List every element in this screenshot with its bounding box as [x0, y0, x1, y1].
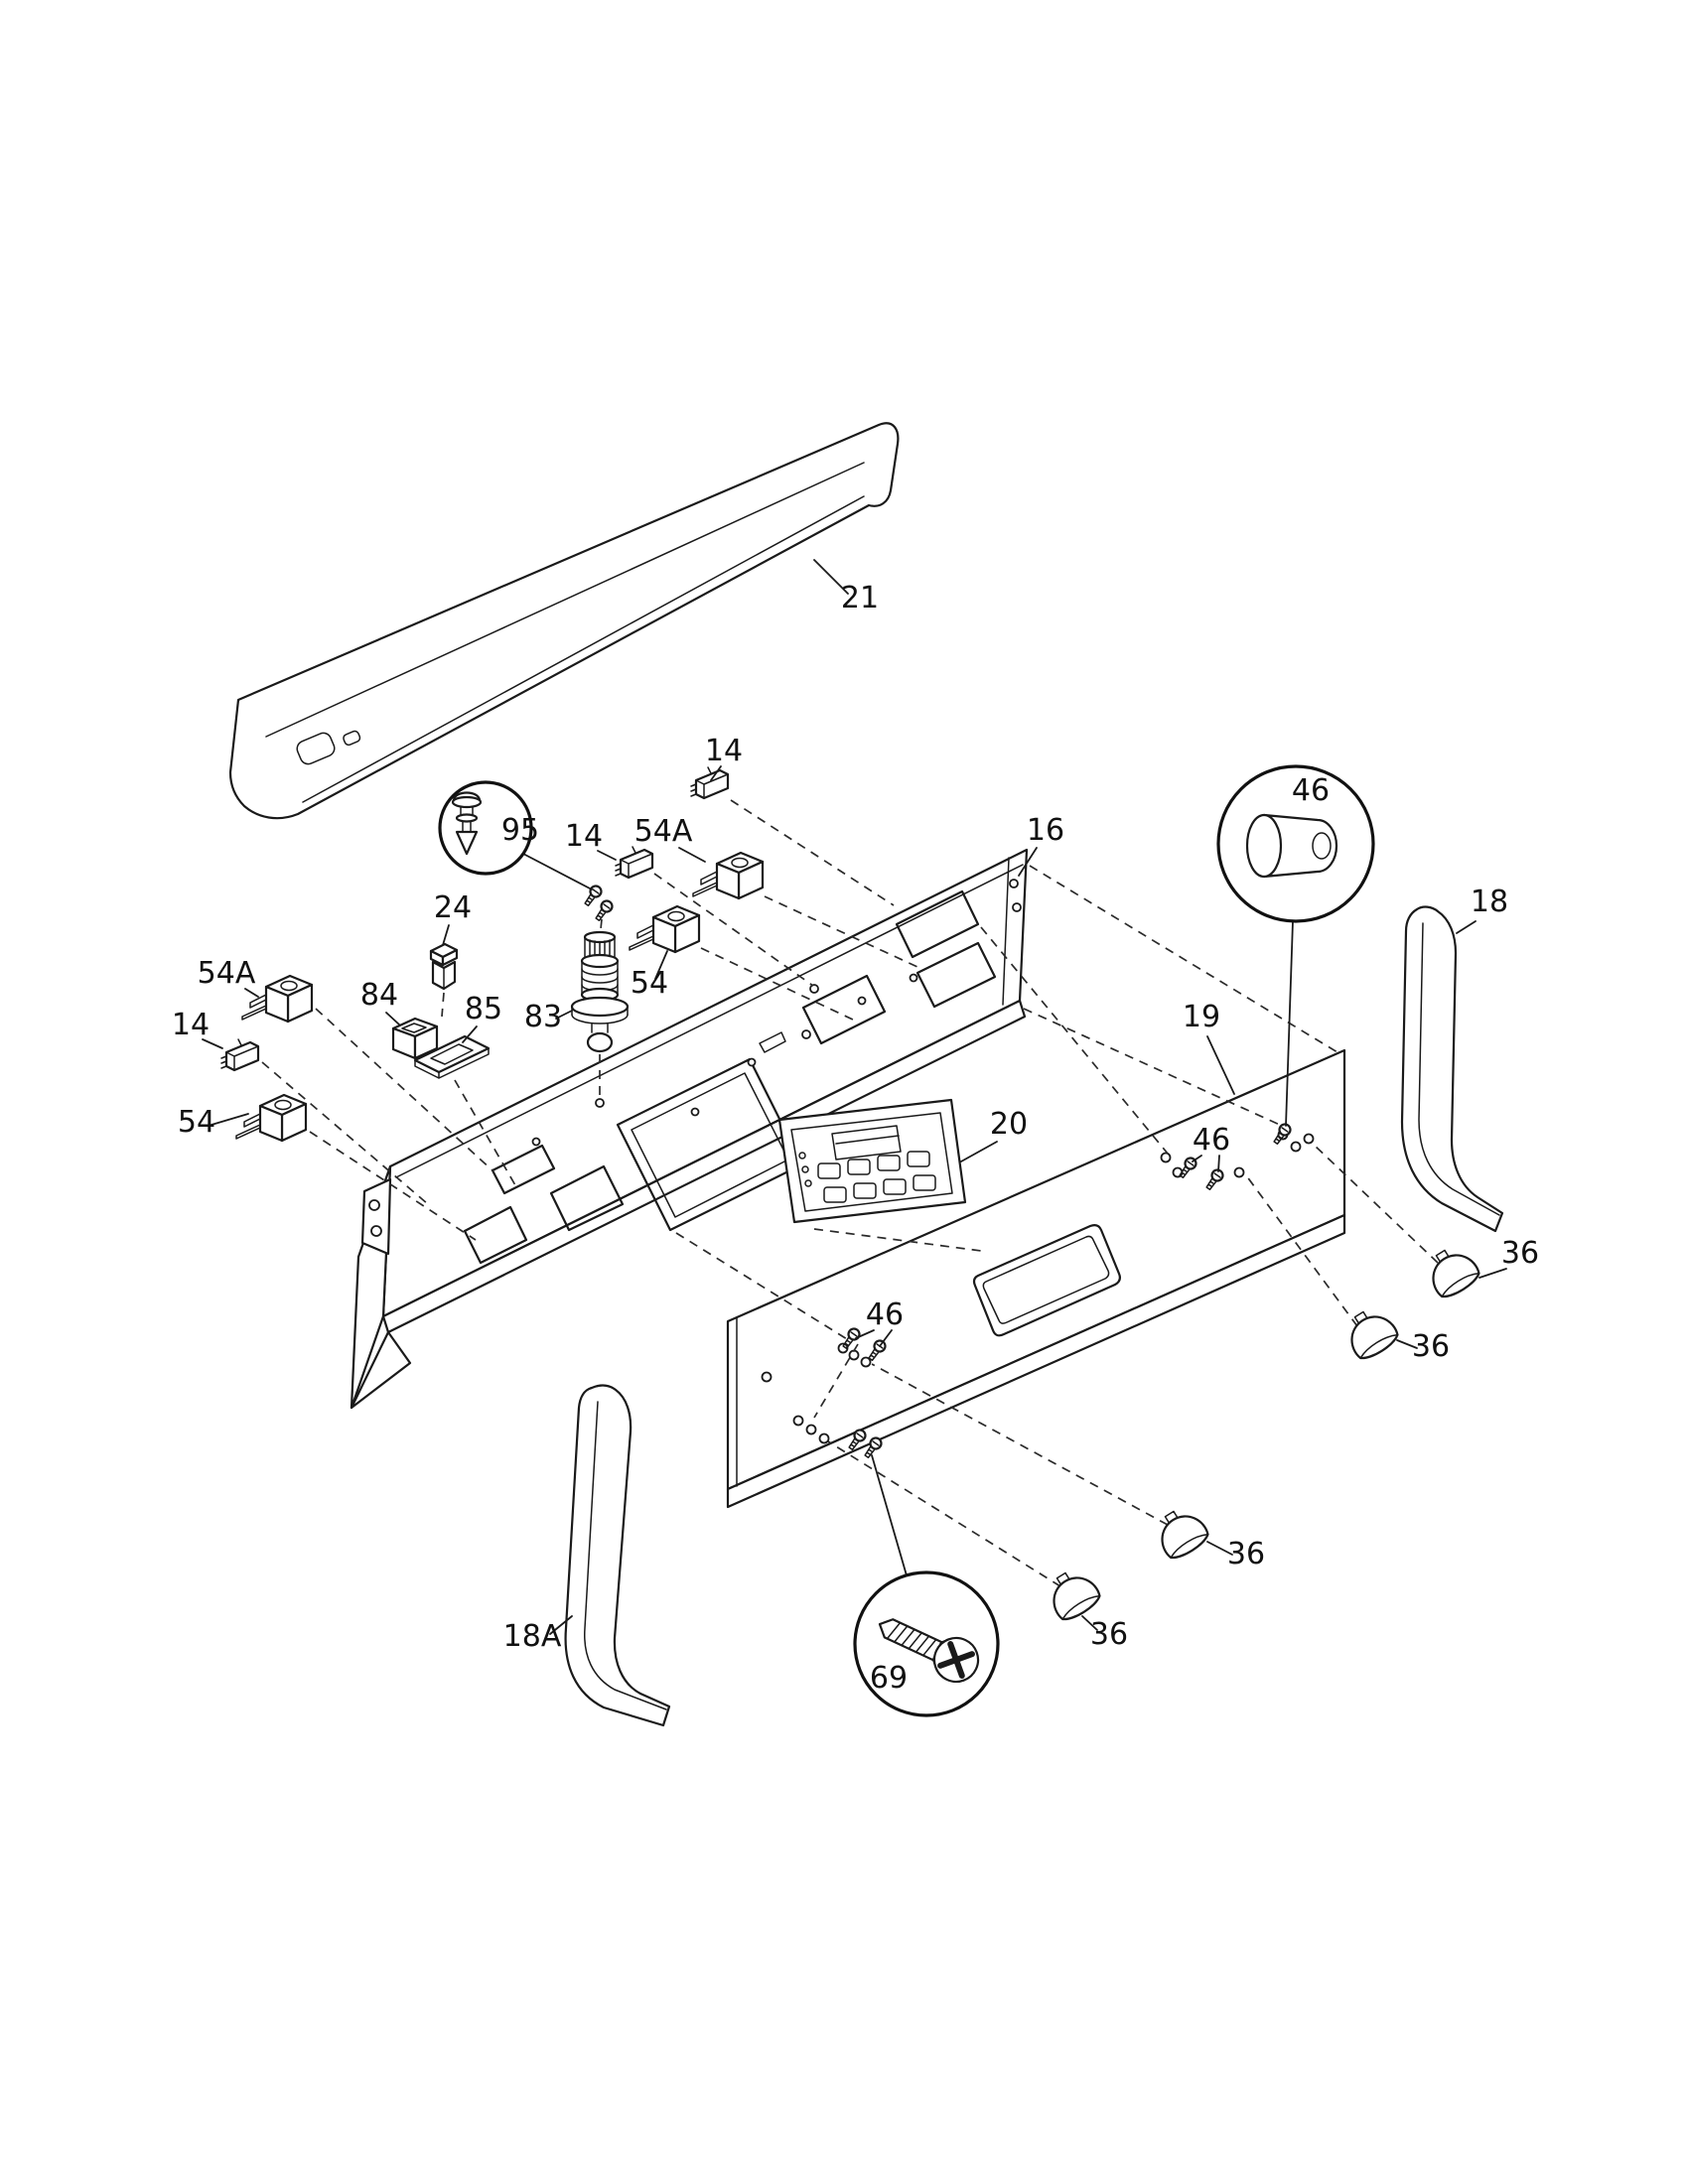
control-board	[777, 1098, 967, 1224]
callout-19: 19	[1183, 1000, 1220, 1034]
callout-36-4: 36	[1090, 1617, 1128, 1652]
rivet-screws	[581, 883, 616, 924]
callout-83: 83	[524, 1000, 562, 1034]
screw-69	[878, 1618, 980, 1684]
callout-54a-top: 54A	[634, 814, 693, 849]
callout-85: 85	[465, 992, 502, 1026]
callout-20: 20	[990, 1107, 1028, 1142]
callout-54-top: 54	[631, 966, 668, 1001]
callout-46-detail: 46	[1292, 773, 1330, 808]
detail-circle-69	[853, 1454, 1000, 1717]
knob-2	[1337, 1300, 1403, 1365]
callout-14-mid: 14	[565, 819, 603, 854]
top-trim-panel	[228, 422, 900, 820]
detail-circle-46	[1216, 764, 1375, 1127]
knob-3	[1148, 1500, 1213, 1565]
callout-14-top: 14	[705, 734, 743, 768]
callout-36-1: 36	[1501, 1236, 1539, 1271]
push-switch	[429, 942, 459, 991]
end-cap-right	[1400, 905, 1504, 1233]
callout-46-mid: 46	[1193, 1123, 1230, 1158]
callout-36-2: 36	[1412, 1329, 1450, 1364]
knob-1	[1419, 1239, 1484, 1303]
callout-16: 16	[1027, 813, 1064, 848]
callout-labels: 21 14 14 54A 54 95 16 24 84 85 83 54A 14…	[172, 581, 1539, 1696]
callout-18: 18	[1471, 885, 1508, 919]
callout-21: 21	[841, 581, 879, 615]
callout-54-left: 54	[178, 1105, 215, 1140]
receptacle	[391, 1017, 439, 1060]
callout-18a: 18A	[503, 1619, 562, 1654]
infinite-switch-top	[628, 904, 701, 954]
micro-switch-top	[689, 765, 730, 800]
callout-leader-lines	[202, 559, 1507, 1635]
callout-24: 24	[434, 890, 472, 925]
end-cap-left	[564, 1384, 671, 1727]
knob-4	[1040, 1562, 1105, 1626]
receptacle-bracket	[413, 1034, 491, 1079]
indicator-light	[570, 930, 630, 1053]
micro-switch-left	[219, 1037, 260, 1072]
infinite-switch-a-top	[691, 851, 765, 900]
callout-54a-left: 54A	[198, 956, 256, 991]
callout-14-left: 14	[172, 1008, 210, 1042]
callout-95: 95	[501, 813, 539, 848]
infinite-switch-left	[234, 1093, 308, 1143]
detail-circle-95	[438, 780, 593, 890]
micro-switch-mid	[614, 845, 654, 880]
callout-36-3: 36	[1227, 1537, 1265, 1571]
callout-69: 69	[870, 1661, 908, 1696]
callout-46-lower: 46	[866, 1297, 904, 1332]
alignment-dashed-lines	[261, 799, 1439, 1587]
callout-84: 84	[360, 978, 398, 1013]
rear-panel	[350, 848, 1029, 1410]
